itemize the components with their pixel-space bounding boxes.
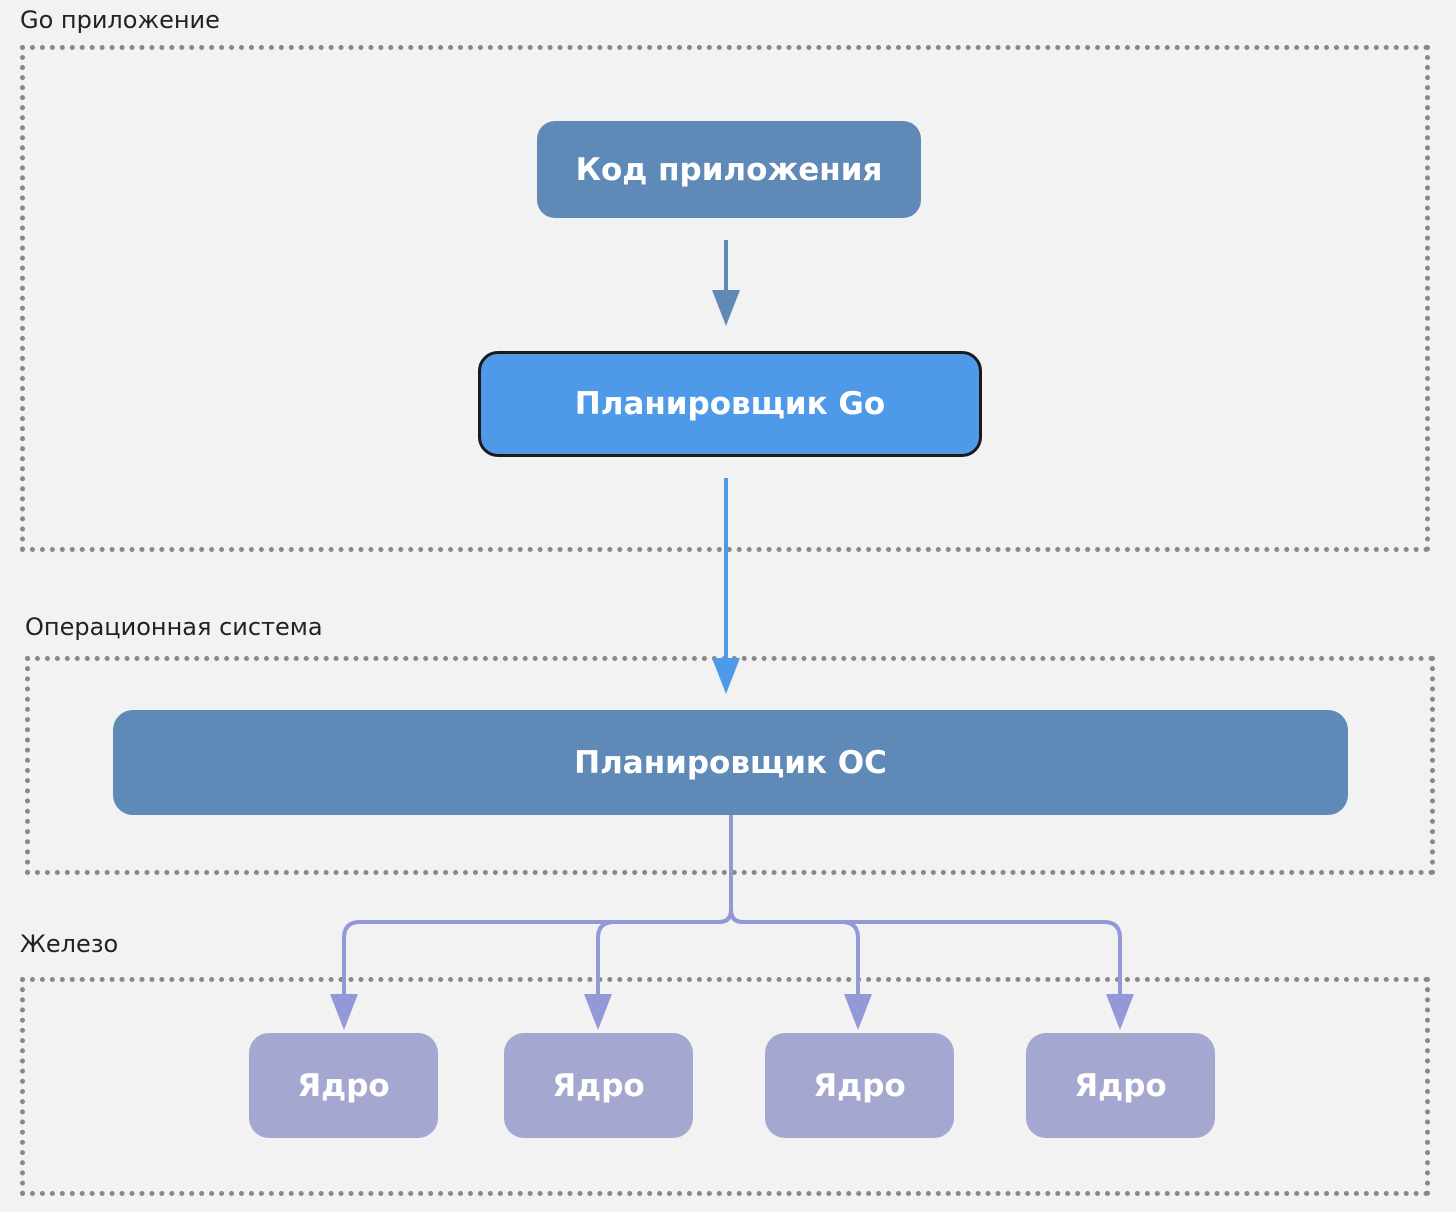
node-os-scheduler: Планировщик ОС <box>113 710 1348 815</box>
node-core-4: Ядро <box>1026 1033 1215 1138</box>
node-app-code: Код приложения <box>537 121 921 218</box>
node-core-label: Ядро <box>1074 1067 1167 1104</box>
layer-frame-hardware <box>20 977 1430 1196</box>
node-os-scheduler-label: Планировщик ОС <box>574 744 887 781</box>
node-go-scheduler: Планировщик Go <box>478 351 982 457</box>
layer-label-hardware: Железо <box>20 930 119 958</box>
node-core-label: Ядро <box>297 1067 390 1104</box>
node-app-code-label: Код приложения <box>575 151 883 188</box>
layer-label-os: Операционная система <box>25 613 323 641</box>
node-go-scheduler-label: Планировщик Go <box>574 386 886 422</box>
node-core-3: Ядро <box>765 1033 954 1138</box>
node-core-2: Ядро <box>504 1033 693 1138</box>
node-core-label: Ядро <box>813 1067 906 1104</box>
node-core-1: Ядро <box>249 1033 438 1138</box>
layer-label-go-app: Go приложение <box>20 6 220 34</box>
node-core-label: Ядро <box>552 1067 645 1104</box>
